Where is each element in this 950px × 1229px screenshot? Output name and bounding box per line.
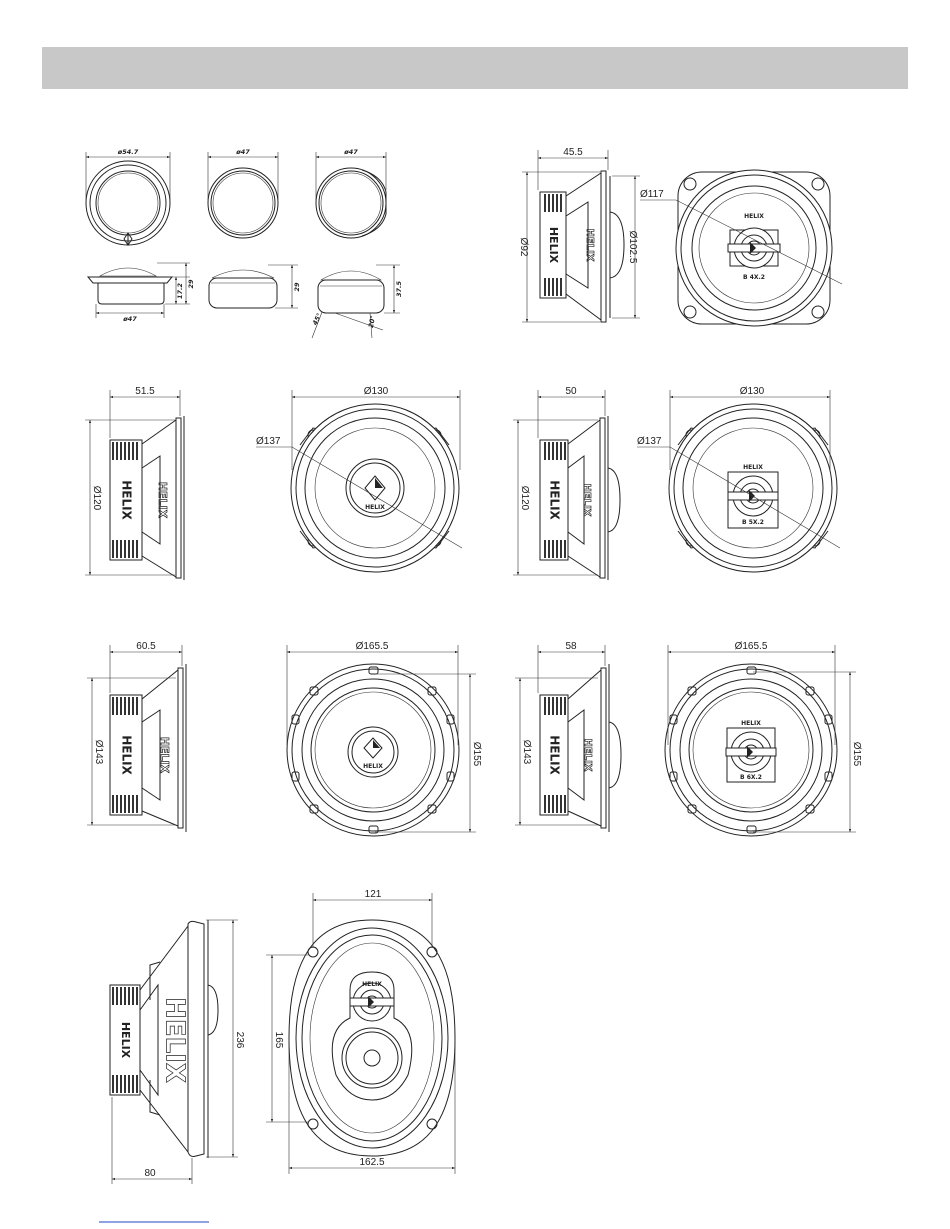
tweeter-side-1-diameter-label: ø47 bbox=[122, 315, 137, 323]
component-5-depth-label: 51.5 bbox=[135, 386, 155, 397]
component-5-cutout-label: Ø120 bbox=[91, 486, 102, 511]
component-5-side-brand-outline: HELIX bbox=[156, 482, 169, 519]
triax-69-front-view: HELIX 121 165 162.5 bbox=[266, 889, 455, 1174]
coax-6-side-brand: HELIX bbox=[548, 735, 562, 775]
tweeter-side-1: ø47 17.2 29 bbox=[88, 263, 195, 323]
triax-69-front-brand: HELIX bbox=[362, 981, 382, 988]
coax-5-side-brand: HELIX bbox=[548, 480, 562, 520]
tweeter-side-1-flange-height-label: 17.2 bbox=[176, 283, 184, 300]
coax-5-side-brand-outline: HELIX bbox=[581, 483, 592, 516]
coax-4-mounting-label: Ø117 bbox=[640, 189, 664, 200]
triax-69-width-label: 121 bbox=[365, 889, 382, 900]
coax-6-front-brand: HELIX bbox=[741, 720, 761, 727]
coax-4-front-brand: HELIX bbox=[744, 213, 764, 220]
coax-5-front-brand: HELIX bbox=[743, 464, 763, 471]
triax-69-frame-height-label: 236 bbox=[234, 1032, 245, 1049]
coax-6-side-brand-outline: HELIX bbox=[582, 738, 593, 771]
component-5-side-view: HELIX HELIX 51.5 Ø120 bbox=[85, 386, 184, 580]
triax-69-depth-label: 80 bbox=[144, 1168, 156, 1179]
triax-69-side-view: HELIX HELIX 236 80 bbox=[110, 920, 245, 1184]
triax-69-side-brand-small: HELIX bbox=[119, 1022, 132, 1059]
coax-6-height-label: Ø155 bbox=[851, 742, 862, 767]
coax-4-side-brand: HELIX bbox=[547, 227, 560, 264]
tweeter-side-3: 37.5 45° 20° bbox=[311, 265, 403, 338]
coax-4-side-view: HELIX HELIX 45.5 Ø92 Ø102.5 bbox=[518, 147, 640, 322]
tweeter-side-3-height-label: 37.5 bbox=[395, 281, 403, 298]
coax-5-cutout-label: Ø120 bbox=[519, 486, 530, 511]
component-6-depth-label: 60.5 bbox=[136, 641, 156, 652]
tweeter-side-2-height-label: 29 bbox=[293, 282, 301, 292]
coax-4-frame-label: Ø102.5 bbox=[627, 231, 638, 264]
component-6-height-label: Ø155 bbox=[471, 742, 482, 767]
tweeter-side-1-height-label: 29 bbox=[187, 279, 195, 289]
coax-4-depth-label: 45.5 bbox=[563, 147, 583, 158]
component-5-mounting-label: Ø137 bbox=[256, 436, 281, 447]
tweeter-2-diameter-label: ø47 bbox=[235, 148, 250, 156]
tweeter-side-2: 29 bbox=[209, 265, 301, 308]
tweeter-side-3-angle-2-label: 20° bbox=[367, 315, 377, 328]
header-bar bbox=[42, 47, 908, 89]
coax-5-mounting-label: Ø137 bbox=[637, 436, 662, 447]
component-5-width-label: Ø130 bbox=[364, 386, 389, 397]
coax-5-front-view: HELIX B 5X.2 Ø130 Ø137 bbox=[637, 386, 840, 572]
tweeter-3-diameter-label: ø47 bbox=[343, 148, 358, 156]
coax-4-front-view: HELIX B 4X.2 Ø117 bbox=[640, 170, 842, 326]
triax-69-height-label: 165 bbox=[273, 1032, 284, 1049]
component-6-front-brand: HELIX bbox=[363, 763, 383, 770]
tweeter-front-2: ø47 bbox=[208, 148, 278, 238]
coax-5-side-view: HELIX HELIX 50 Ø120 bbox=[513, 386, 620, 580]
coax-6-front-view: HELIX B 6X.2 Ø165.5 Ø155 bbox=[665, 641, 862, 836]
coax-4-cutout-label: Ø92 bbox=[518, 238, 529, 257]
coax-6-depth-label: 58 bbox=[565, 641, 577, 652]
coax-4-model-label: B 4X.2 bbox=[743, 274, 765, 281]
component-6-front-view: HELIX Ø165.5 Ø155 bbox=[287, 641, 482, 836]
component-5-front-view: HELIX Ø130 Ø137 bbox=[256, 386, 462, 572]
coax-5-model-label: B 5X.2 bbox=[742, 519, 764, 526]
component-5-front-brand: HELIX bbox=[365, 504, 385, 511]
component-6-width-label: Ø165.5 bbox=[356, 641, 389, 652]
coax-5-depth-label: 50 bbox=[565, 386, 577, 397]
tweeter-front-1: ø54.7 bbox=[86, 148, 170, 245]
component-6-side-view: HELIX HELIX 60.5 Ø143 bbox=[87, 641, 186, 832]
component-6-side-brand-outline: HELIX bbox=[158, 737, 171, 774]
tweeter-1-diameter-label: ø54.7 bbox=[117, 148, 139, 156]
coax-6-model-label: B 6X.2 bbox=[740, 774, 762, 781]
tweeter-side-3-angle-1-label: 45° bbox=[311, 312, 323, 327]
coax-6-width-label: Ø165.5 bbox=[735, 641, 768, 652]
triax-69-frame-width-label: 162.5 bbox=[359, 1157, 384, 1168]
tweeter-front-3: ø47 bbox=[316, 148, 386, 238]
coax-4-side-brand-outline: HELIX bbox=[584, 228, 595, 261]
coax-6-cutout-label: Ø143 bbox=[521, 740, 532, 765]
coax-6-side-view: HELIX HELIX 58 Ø143 bbox=[515, 641, 621, 832]
component-5-side-brand: HELIX bbox=[120, 480, 134, 520]
coax-5-width-label: Ø130 bbox=[740, 386, 765, 397]
component-6-cutout-label: Ø143 bbox=[93, 740, 104, 765]
triax-69-side-brand-large: HELIX bbox=[160, 997, 190, 1083]
component-6-side-brand: HELIX bbox=[120, 735, 134, 775]
